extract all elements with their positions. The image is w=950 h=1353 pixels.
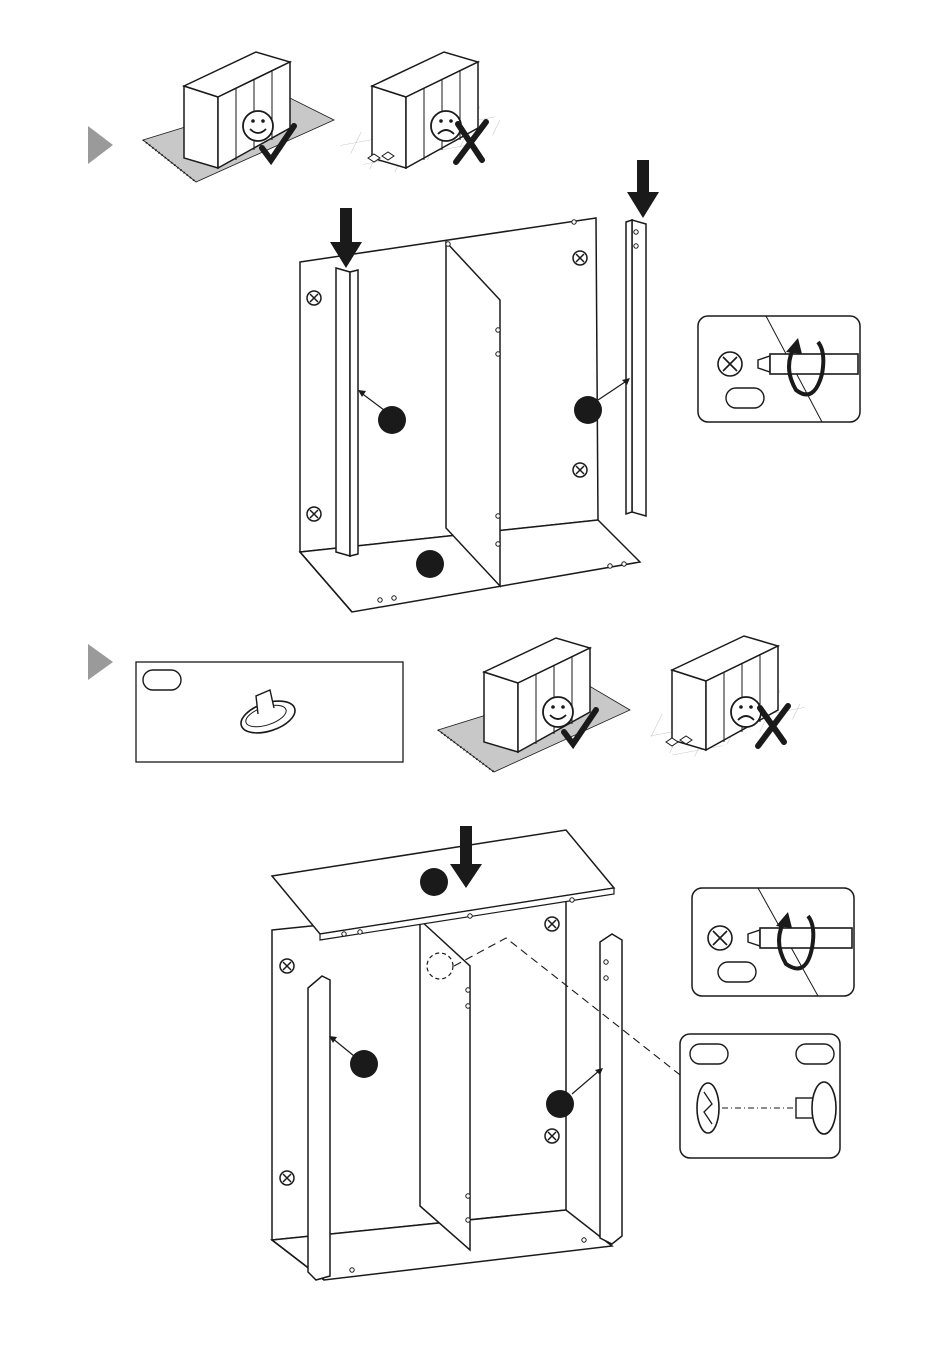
left-side-strip-edge	[350, 270, 358, 556]
step-1-marker	[88, 126, 113, 164]
part-label-tag	[796, 1044, 834, 1064]
part-badge	[378, 406, 406, 434]
part-badge	[546, 1090, 574, 1118]
part-badge	[350, 1050, 378, 1078]
sad-face-icon	[731, 697, 761, 727]
step-2-wrong-orientation	[634, 636, 812, 762]
left-side-strip	[308, 976, 330, 1280]
middle-divider	[446, 242, 500, 586]
part-label-tag	[143, 670, 181, 690]
right-side-strip	[600, 934, 622, 1244]
step-1-detail-inset	[698, 316, 860, 422]
left-side-strip	[336, 268, 350, 556]
part-label-tag	[690, 1044, 728, 1064]
screwdriver-icon	[758, 354, 858, 374]
happy-face-icon	[543, 697, 573, 727]
drop-arrow-right	[627, 160, 659, 218]
part-badge	[416, 550, 444, 578]
step-2-cabinet-assembly	[272, 830, 622, 1280]
right-side-strip-edge	[626, 220, 632, 514]
cam-lock-icon	[718, 352, 742, 376]
parts-box	[136, 662, 403, 762]
part-label-tag	[726, 388, 764, 408]
part-badge	[420, 868, 448, 896]
step-2-correct-orientation	[438, 638, 630, 772]
happy-face-icon	[243, 111, 273, 141]
step-2-detail-inset-screwdriver	[692, 888, 854, 996]
cam-socket-icon	[697, 1083, 719, 1133]
step-1	[88, 52, 860, 612]
step-2-marker	[88, 644, 113, 680]
step-1-correct-orientation	[143, 52, 334, 182]
part-badge	[574, 396, 602, 424]
screwdriver-icon	[748, 928, 852, 948]
step-2-detail-inset-cam-bolt	[680, 1034, 840, 1158]
right-side-strip	[632, 220, 646, 516]
part-label-tag	[718, 962, 756, 982]
step-1-wrong-orientation	[334, 52, 512, 178]
cabinet-upright	[672, 636, 778, 750]
cam-lock-icon	[708, 926, 732, 950]
step-2	[88, 636, 854, 1280]
